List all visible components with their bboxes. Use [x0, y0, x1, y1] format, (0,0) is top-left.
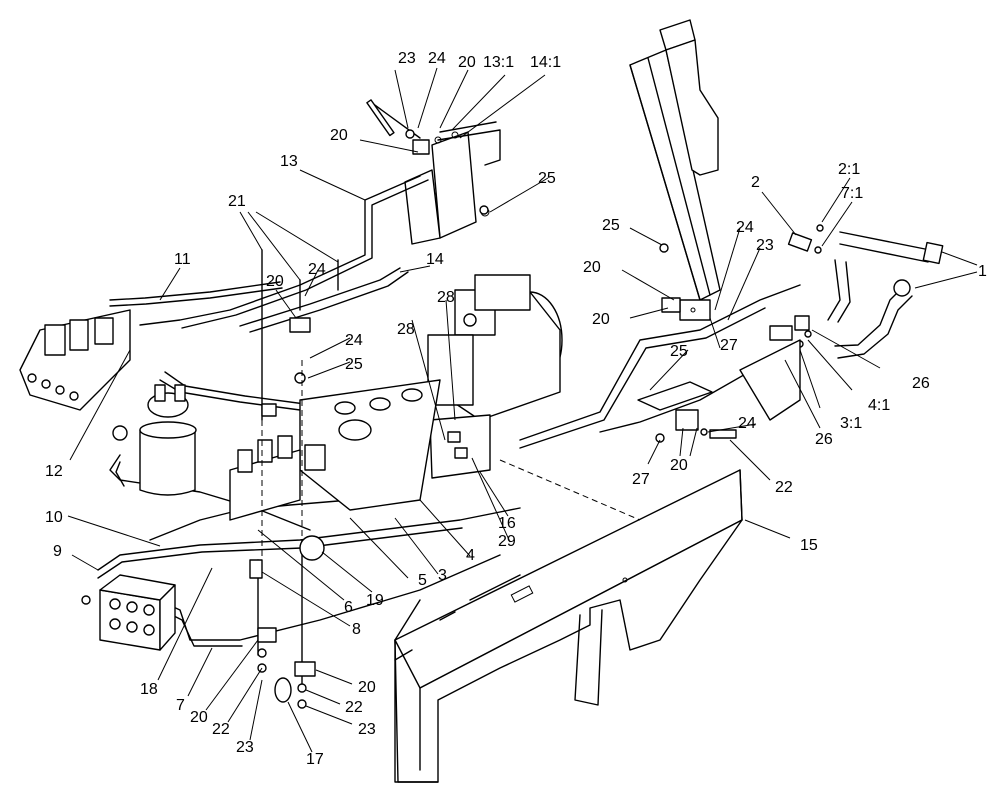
callout-24: 24 — [428, 50, 446, 67]
callout-10: 10 — [45, 509, 63, 526]
callout-20: 20 — [358, 679, 376, 696]
callout-2-1: 2:1 — [838, 161, 860, 178]
callout-20: 20 — [670, 457, 688, 474]
callout-22: 22 — [345, 699, 363, 716]
callout-17: 17 — [306, 751, 324, 768]
upright-post — [629, 19, 721, 321]
callout-3-1: 3:1 — [840, 415, 862, 432]
callout-24: 24 — [736, 219, 754, 236]
callout-6: 6 — [344, 599, 353, 616]
callout-20: 20 — [583, 259, 601, 276]
main-frame — [394, 469, 743, 783]
callout-23: 23 — [358, 721, 376, 738]
alignment-lines — [261, 300, 641, 560]
callout-18: 18 — [140, 681, 158, 698]
callout-25: 25 — [670, 343, 688, 360]
manifold-block — [81, 574, 176, 651]
oil-filter — [112, 384, 197, 496]
control-valve — [19, 309, 131, 411]
right-brackets — [637, 243, 801, 443]
callout-4: 4 — [466, 547, 475, 564]
valve-block — [229, 379, 441, 521]
upper-bracket — [371, 102, 501, 245]
callout-24: 24 — [738, 415, 756, 432]
callout-24: 24 — [345, 332, 363, 349]
callout-3: 3 — [438, 567, 447, 584]
callout-25: 25 — [602, 217, 620, 234]
callout-13-1: 13:1 — [483, 54, 514, 71]
callout-14: 14 — [426, 251, 444, 268]
callout-23: 23 — [398, 50, 416, 67]
callout-27: 27 — [720, 337, 738, 354]
callout-26: 26 — [912, 375, 930, 392]
callout-5: 5 — [418, 572, 427, 589]
callout-27: 27 — [632, 471, 650, 488]
callout-20: 20 — [458, 54, 476, 71]
callout-2: 2 — [751, 174, 760, 191]
callout-20: 20 — [266, 273, 284, 290]
callout-29: 29 — [498, 533, 516, 550]
callout-4-1: 4:1 — [868, 397, 890, 414]
callout-26: 26 — [815, 431, 833, 448]
callout-14-1: 14:1 — [530, 54, 561, 71]
callout-labels: 1 2 2:1 7:1 23 24 20 13:1 14:1 20 13 25 … — [45, 50, 987, 768]
callout-22: 22 — [212, 721, 230, 738]
hydraulic-tubes — [97, 175, 801, 647]
callout-21: 21 — [228, 193, 246, 210]
callout-13: 13 — [280, 153, 298, 170]
callout-12: 12 — [45, 463, 63, 480]
pump-assembly — [427, 274, 563, 479]
callout-23: 23 — [756, 237, 774, 254]
callout-22: 22 — [775, 479, 793, 496]
callout-11: 11 — [174, 251, 191, 268]
callout-28: 28 — [397, 321, 415, 338]
callout-7: 7 — [176, 697, 185, 714]
callout-25: 25 — [345, 356, 363, 373]
callout-23: 23 — [236, 739, 254, 756]
callout-28: 28 — [437, 289, 455, 306]
callout-9: 9 — [53, 543, 62, 560]
callout-24: 24 — [308, 261, 326, 278]
callout-20: 20 — [592, 311, 610, 328]
hoses — [827, 231, 944, 359]
callout-15: 15 — [800, 537, 818, 554]
callout-25: 25 — [538, 170, 556, 187]
callout-19: 19 — [366, 592, 384, 609]
callout-16: 16 — [498, 515, 516, 532]
callout-1: 1 — [978, 263, 987, 280]
callout-7-1: 7:1 — [841, 185, 863, 202]
leader-lines — [67, 67, 978, 753]
callout-20: 20 — [190, 709, 208, 726]
hardware — [249, 99, 489, 709]
callout-20: 20 — [330, 127, 348, 144]
callout-8: 8 — [352, 621, 361, 638]
